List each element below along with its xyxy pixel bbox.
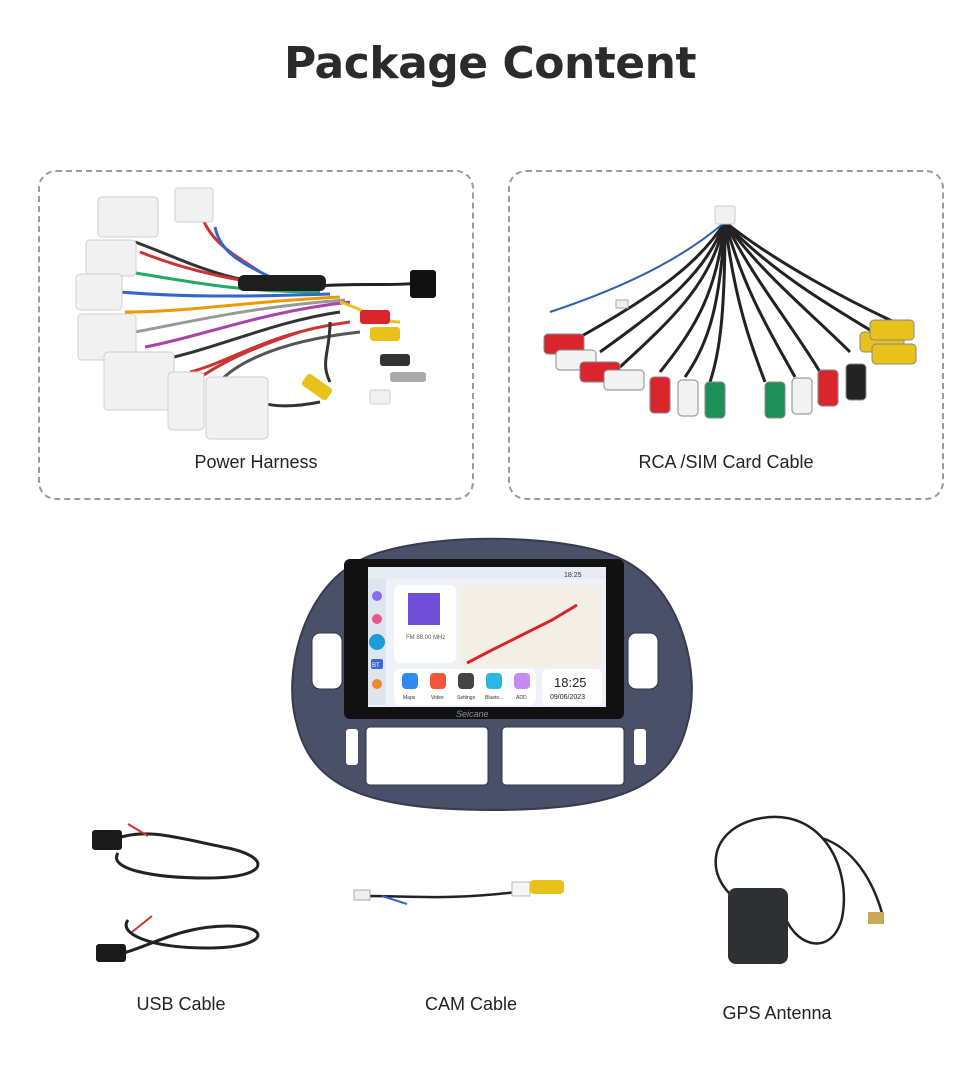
bt-label: BT	[372, 663, 380, 669]
rca-sim-cable-card: RCA /SIM Card Cable	[508, 170, 944, 500]
power-harness-card: Power Harness	[38, 170, 474, 500]
radio-label: FM 88.00 MHz	[406, 635, 445, 641]
status-time: 18:25	[564, 572, 582, 579]
rca-sim-cable-image	[543, 205, 917, 419]
app-add[interactable]: ADD	[516, 695, 527, 701]
page-title: Package Content	[283, 38, 697, 89]
gps-antenna-image	[714, 815, 884, 964]
app-settings[interactable]: Settings	[457, 695, 476, 701]
cam-cable-image	[353, 880, 564, 905]
app-maps[interactable]: Maps	[403, 695, 416, 701]
power-harness-label: Power Harness	[194, 452, 318, 472]
head-unit-image: 18:25 BT FM 88.00 MHz Maps Video Setting…	[291, 537, 693, 812]
clock-time: 18:25	[554, 675, 587, 690]
app-video[interactable]: Video	[431, 695, 444, 701]
brand-logo: Seicane	[456, 709, 489, 719]
usb-cable-label: USB Cable	[136, 994, 226, 1014]
clock-date: 09/06/2023	[550, 694, 585, 701]
cam-cable-label: CAM Cable	[424, 994, 518, 1014]
gps-antenna-label: GPS Antenna	[722, 1003, 832, 1023]
app-bluetooth[interactable]: Blueto...	[485, 695, 503, 701]
power-harness-image	[75, 187, 436, 440]
rca-sim-cable-label: RCA /SIM Card Cable	[638, 452, 814, 472]
usb-cable-image	[92, 823, 260, 962]
